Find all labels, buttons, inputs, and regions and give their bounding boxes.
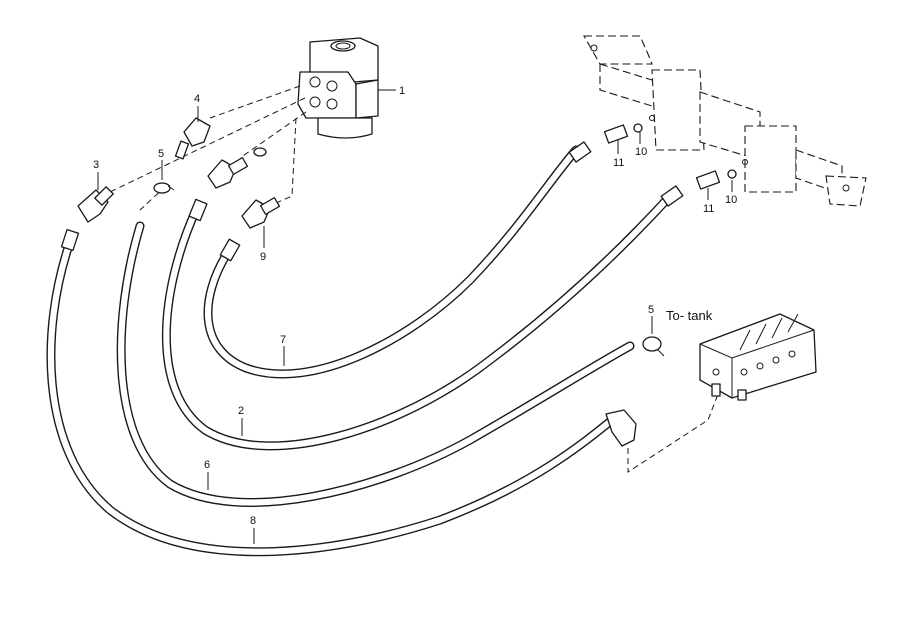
callout-3: 3 — [93, 159, 99, 171]
hose-8 — [46, 237, 617, 557]
callout-11-lower: 11 — [703, 203, 714, 215]
elbow-fitting-9 — [241, 197, 281, 229]
o-ring — [253, 147, 267, 157]
hose-clamp-tank — [642, 336, 665, 357]
callout-4: 4 — [194, 93, 200, 105]
callout-10-lower: 10 — [725, 194, 737, 206]
fitting-11-lower — [695, 169, 737, 190]
callout-8: 8 — [250, 515, 256, 527]
fitting-11-upper — [603, 123, 643, 144]
elbow-fitting-tank-line — [605, 409, 637, 447]
callout-5-upper: 5 — [158, 148, 164, 160]
callout-10-upper: 10 — [635, 146, 647, 158]
steering-control-unit — [297, 37, 379, 139]
leader-lines — [97, 89, 733, 544]
elbow-fitting — [207, 157, 249, 189]
to-tank-label: To- tank — [666, 308, 713, 323]
hose-7 — [203, 145, 581, 379]
elbow-fitting-3 — [77, 186, 114, 223]
callouts: 1 4 3 5 9 11 10 11 10 7 2 6 8 5 To- tank — [93, 85, 737, 527]
elbow-fitting-4 — [174, 117, 211, 160]
callout-7: 7 — [280, 334, 286, 346]
callout-6: 6 — [204, 459, 210, 471]
callout-5-lower: 5 — [648, 304, 654, 316]
hose-2 — [161, 189, 677, 451]
callout-2: 2 — [238, 405, 244, 417]
control-valve-block — [699, 313, 817, 401]
steering-cylinder — [583, 35, 867, 207]
callout-1: 1 — [399, 85, 405, 97]
callout-11-upper: 11 — [613, 157, 624, 169]
hose-clamp — [153, 182, 175, 194]
callout-9: 9 — [260, 251, 266, 263]
hose-6 — [116, 221, 635, 507]
hose-end-sleeves — [60, 141, 684, 262]
